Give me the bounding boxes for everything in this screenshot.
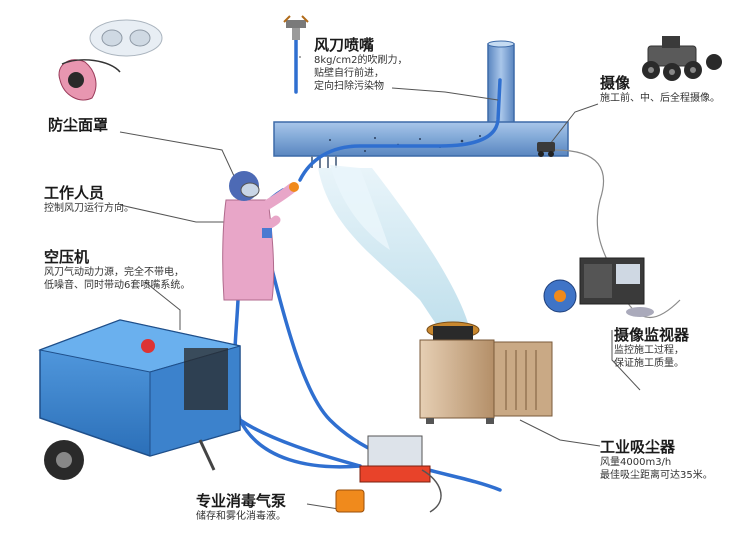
monitor-icon bbox=[543, 257, 654, 317]
hoses bbox=[232, 36, 502, 492]
dust-collector-icon bbox=[419, 321, 553, 424]
mask-icon bbox=[58, 19, 163, 101]
label-worker: 工作人员 控制风刀运行方向。 bbox=[44, 184, 134, 214]
label-pump: 专业消毒气泵 储存和雾化消毒液。 bbox=[196, 492, 287, 522]
worker-figure bbox=[222, 171, 299, 301]
robot-camera-icon bbox=[642, 36, 722, 81]
duct-camera-icon bbox=[537, 142, 555, 157]
duct bbox=[273, 40, 569, 168]
camera-cable bbox=[554, 149, 681, 319]
label-collector: 工业吸尘器 风量4000m3/h 最佳吸尘距离可达35米。 bbox=[600, 438, 713, 481]
label-mask: 防尘面罩 bbox=[48, 116, 109, 134]
leader-lines bbox=[119, 56, 641, 511]
compressor-icon bbox=[38, 319, 241, 480]
label-monitor: 摄像监视器 监控施工过程， 保证施工质量。 bbox=[614, 326, 690, 369]
air-knife-icon bbox=[283, 15, 309, 40]
label-compressor: 空压机 风刀气动动力源，完全不带电， 低噪音、同时带动6套喷嘴系统。 bbox=[44, 248, 191, 291]
label-air-knife: 风刀喷嘴 8kg/cm2的吹刷力， 贴壁自行前进， 定向扫除污染物 bbox=[314, 36, 408, 92]
air-stream-upper bbox=[330, 165, 390, 250]
label-camera: 摄像 施工前、中、后全程摄像。 bbox=[600, 74, 720, 104]
pump-icon bbox=[335, 435, 442, 513]
